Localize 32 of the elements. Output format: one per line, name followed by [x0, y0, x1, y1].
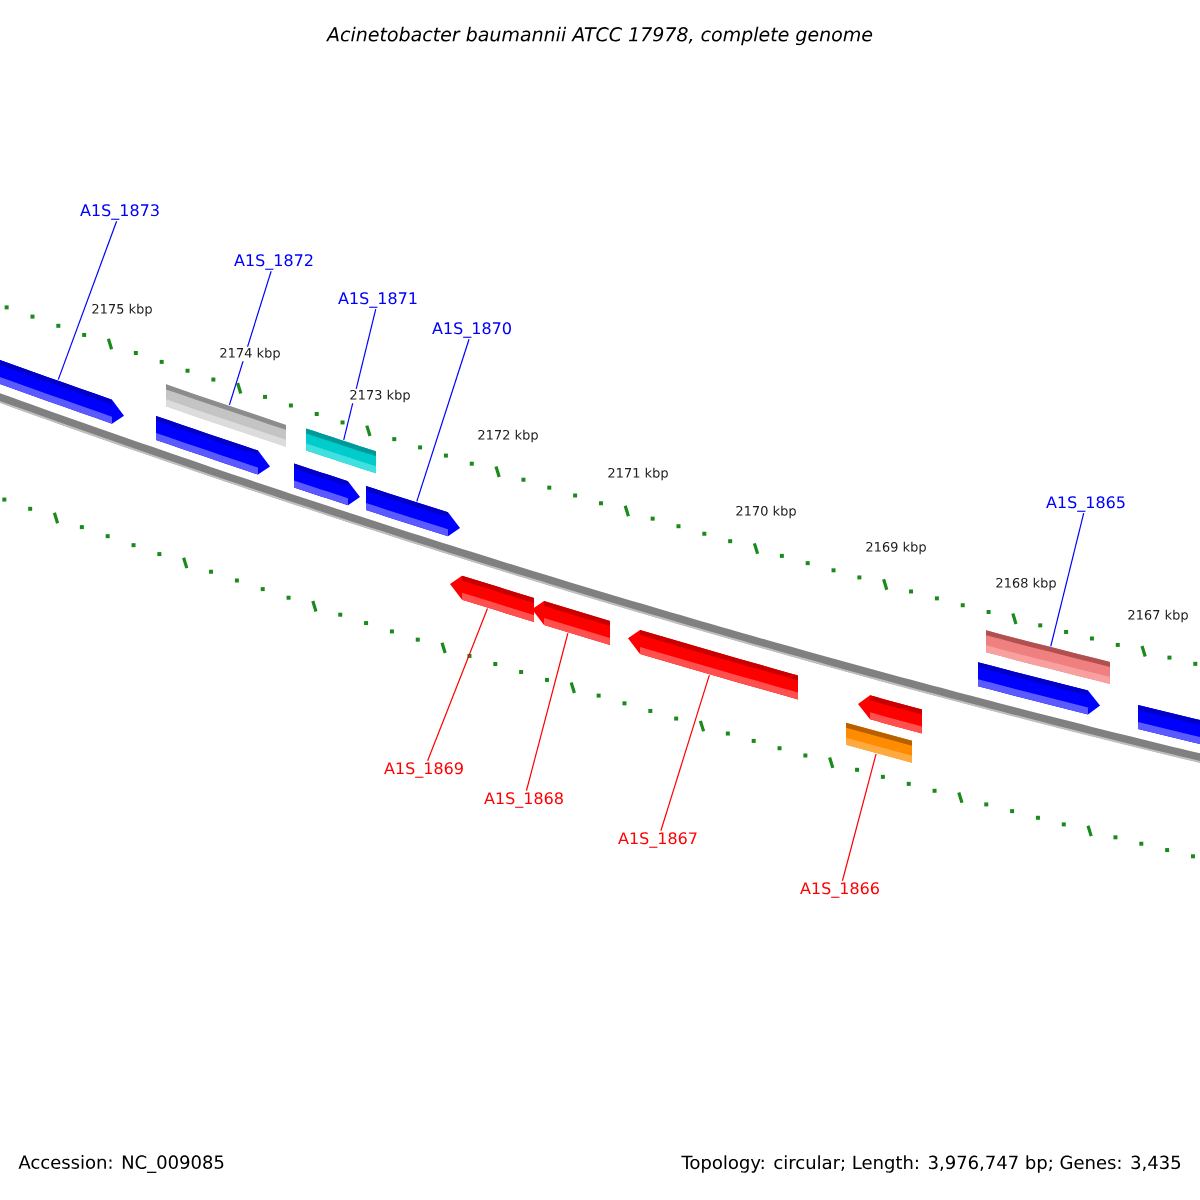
leader-line: [427, 608, 489, 762]
gene-feature: [1138, 704, 1200, 747]
gene-label: A1S_1871: [338, 292, 417, 308]
gene-label: A1S_1873: [80, 204, 159, 220]
gene-feature: [532, 601, 610, 645]
gene-label: A1S_1866: [800, 882, 879, 898]
gene-label: A1S_1869: [384, 762, 463, 778]
gene-feature: [294, 463, 360, 506]
leader-line: [1050, 512, 1085, 647]
accession-text: Accession: NC_009085: [18, 1155, 224, 1173]
gene-feature: [166, 384, 286, 447]
leader-line: [416, 338, 470, 502]
gene-feature: [306, 428, 376, 474]
leader-line: [343, 308, 377, 441]
gene-feature: [858, 695, 922, 734]
gene-feature: [986, 630, 1110, 684]
gene-feature: [628, 629, 798, 700]
gene-label: A1S_1870: [432, 322, 511, 338]
leader-line: [228, 270, 272, 406]
leader-line: [525, 632, 569, 792]
leader-line: [57, 220, 118, 381]
title: Acinetobacter baumannii ATCC 17978, complete genome: [326, 26, 873, 46]
gene-feature: [0, 354, 124, 424]
gene-label: A1S_1868: [484, 792, 563, 808]
gene-label: A1S_1872: [234, 254, 313, 270]
gene-feature: [366, 486, 460, 537]
genome-summary: Topology: circular; Length: 3,976,747 bp; Genes: 3,435: [681, 1155, 1181, 1173]
leader-line: [660, 674, 710, 832]
gene-label: A1S_1865: [1046, 496, 1125, 512]
gene-feature: [450, 575, 534, 622]
gene-label: A1S_1867: [618, 832, 697, 848]
gene-feature: [846, 722, 912, 763]
